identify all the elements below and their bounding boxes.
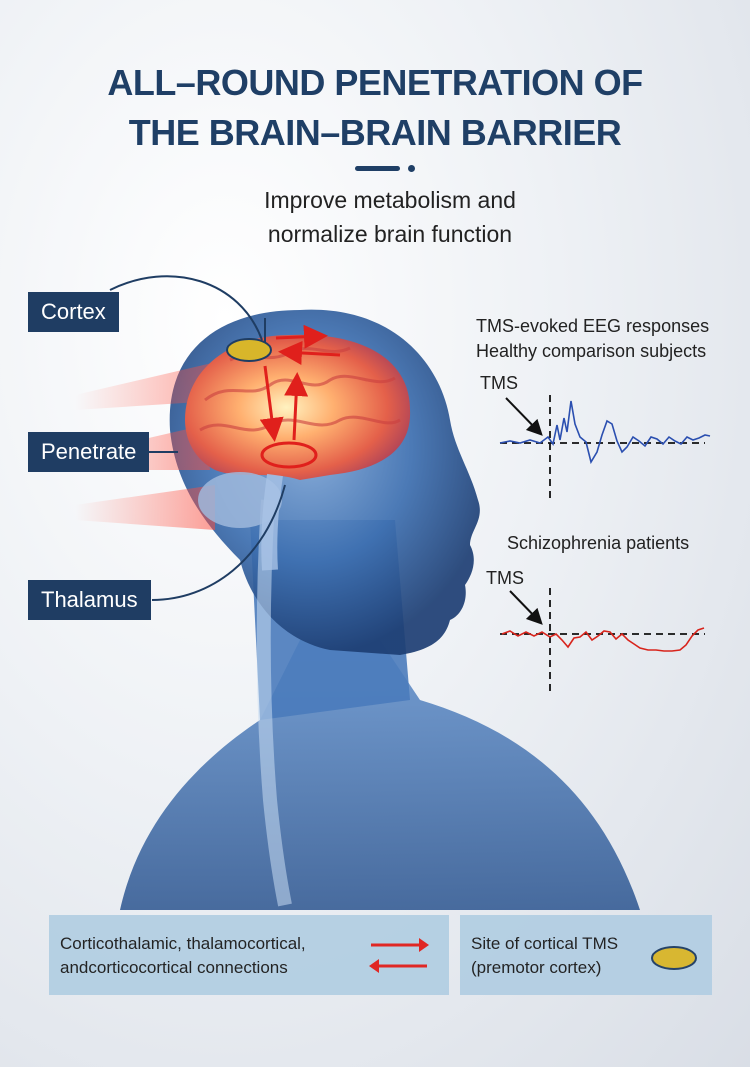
cortex-connector: [109, 275, 263, 341]
eeg-healthy-trace: [499, 400, 711, 465]
eeg-patient-tms-arrow: [509, 590, 543, 625]
thalamus-connector: [151, 484, 286, 601]
subtitle-line-2: normalize brain function: [267, 221, 513, 247]
arrow-up-to-cortex: [284, 372, 309, 441]
title-line-1: ALL–ROUND PENETRATION OF: [107, 62, 643, 103]
eeg-title: TMS-evoked EEG responses: [476, 316, 710, 336]
body-shape: [120, 640, 640, 910]
arrow-cortico-right: [275, 324, 328, 349]
brain-shape: [185, 334, 411, 480]
eeg-tms-label-healthy: TMS: [480, 373, 518, 393]
spine-shape: [256, 499, 292, 907]
cerebellum-shape: [198, 472, 282, 528]
legend-site-line-2: (premotor cortex): [471, 958, 602, 977]
legend-connections-line-2: andcorticocortical connections: [60, 958, 288, 977]
legend-connections: Corticothalamic, thalamocortical, andcor…: [49, 915, 449, 995]
eeg-patient-trace: [501, 627, 705, 652]
legend-arrows-icon: [369, 938, 429, 973]
eeg-tms-label-patient: TMS: [486, 568, 524, 588]
penetrate-label: Penetrate: [28, 432, 150, 472]
tms-site-marker: [226, 338, 272, 362]
title-divider-dot: [408, 165, 415, 172]
beam-3: [75, 485, 215, 530]
title-divider: [355, 166, 400, 171]
legend-tms-site: Site of cortical TMS (premotor cortex): [460, 915, 712, 995]
eeg-schizophrenia-label: Schizophrenia patients: [507, 533, 690, 553]
thalamus-ring: [260, 441, 318, 469]
eeg-healthy-tms-arrow: [505, 397, 543, 436]
eeg-healthy-label: Healthy comparison subjects: [476, 341, 707, 361]
cortex-label: Cortex: [28, 292, 119, 332]
legend-yellow-ellipse-icon: [651, 946, 697, 970]
legend-site-line-1: Site of cortical TMS: [471, 934, 619, 953]
arrow-down-to-thalamus: [259, 365, 284, 442]
legend-connections-line-1: Corticothalamic, thalamocortical,: [60, 934, 306, 953]
title-line-2: THE BRAIN–BRAIN BARRIER: [128, 112, 622, 153]
arrow-cortico-left: [278, 340, 341, 365]
thalamus-label: Thalamus: [28, 580, 151, 620]
subtitle-line-1: Improve metabolism and: [264, 187, 516, 213]
